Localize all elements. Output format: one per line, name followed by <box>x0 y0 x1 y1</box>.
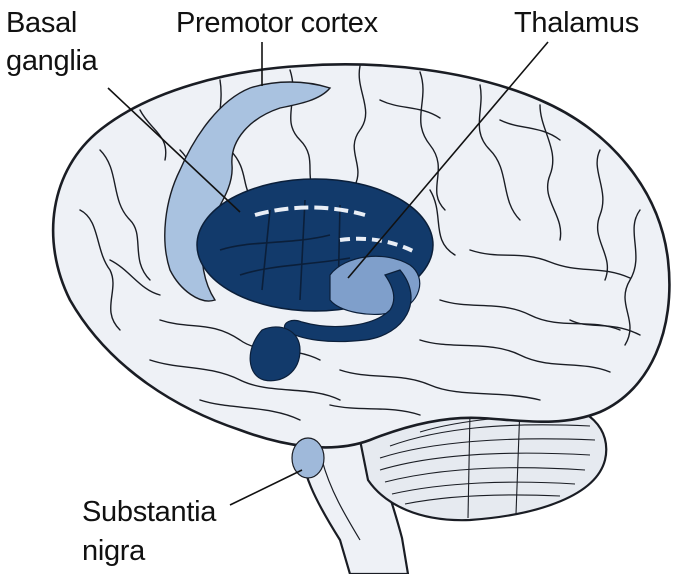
premotor-cortex-label: Premotor cortex <box>176 6 378 40</box>
substantia-nigra-label-line1: Substantia <box>82 495 216 529</box>
leader-line-substantia <box>230 470 302 505</box>
basal-ganglia-label-line1: Basal <box>6 6 77 40</box>
basal-ganglia-label-line2: ganglia <box>6 44 97 78</box>
substantia-nigra-label-line2: nigra <box>82 534 145 568</box>
thalamus-label: Thalamus <box>514 6 639 40</box>
